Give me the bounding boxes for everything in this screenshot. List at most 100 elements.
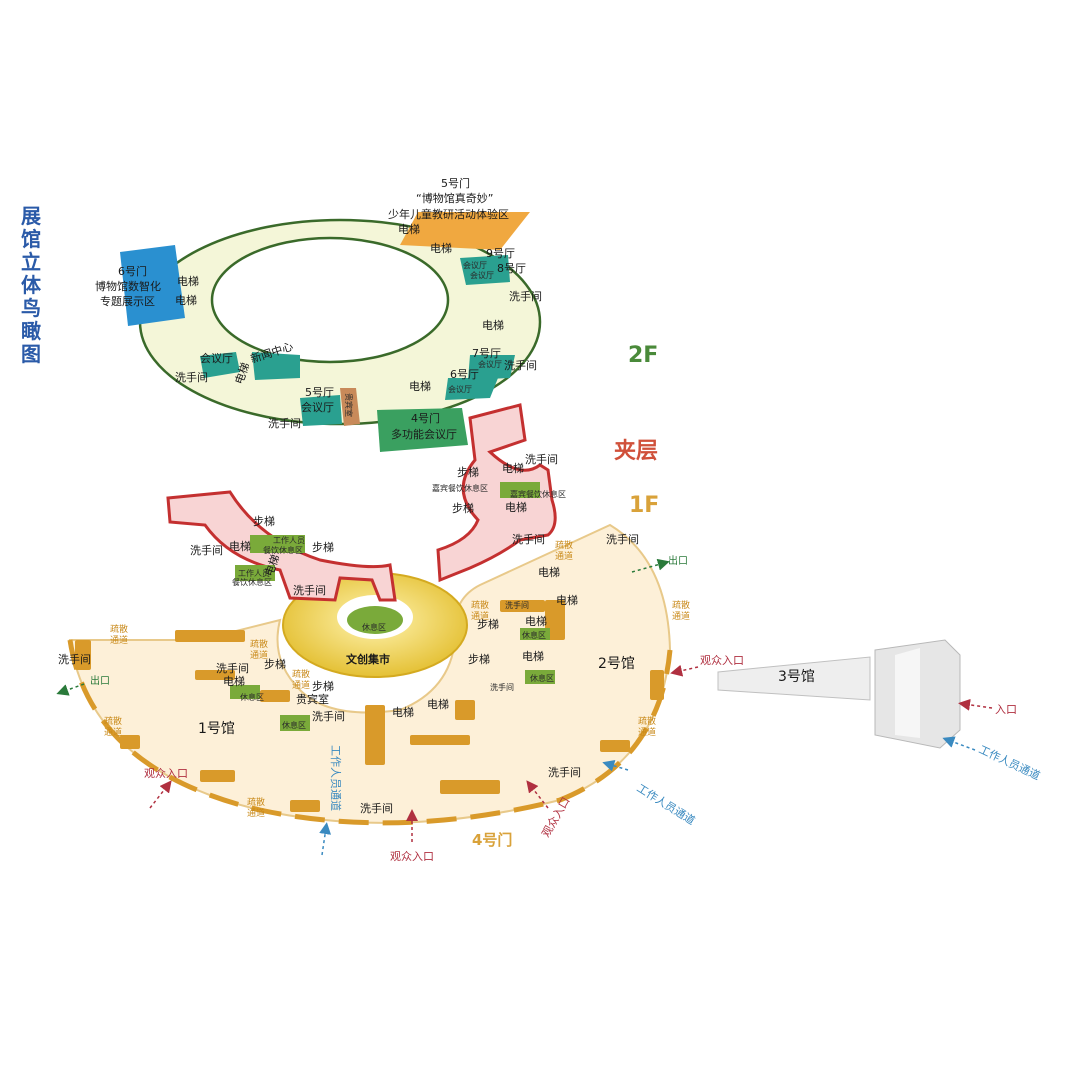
staff-rest-label: 工作人员 xyxy=(273,535,305,545)
news-room[interactable] xyxy=(252,352,300,380)
mezz-elevator-label: 电梯 xyxy=(502,462,524,475)
meeting-label: 会议厅 xyxy=(470,270,494,280)
hall9-room[interactable] xyxy=(460,255,510,285)
staff-passage-label[interactable]: 工作人员通道 xyxy=(634,781,697,828)
wall-block xyxy=(75,640,91,670)
door4-label[interactable]: 4号门 xyxy=(472,831,512,849)
f2-elevator-label: 电梯 xyxy=(398,223,420,236)
visitor-entry-label[interactable]: 观众入口 xyxy=(144,767,188,780)
f1-restroom-label: 洗手间 xyxy=(360,801,393,815)
wall-block xyxy=(600,740,630,752)
door4-room[interactable] xyxy=(377,408,468,452)
floor-label-1f[interactable]: 1F xyxy=(629,493,659,518)
exit-arrow[interactable] xyxy=(56,683,85,696)
mezz-labels: 步梯 步梯 步梯 步梯 电梯 电梯 电梯 电梯 洗手间 洗手间 洗手间 洗手间 … xyxy=(190,452,566,597)
f1-elevator-label: 电梯 xyxy=(522,650,544,663)
mezz-stairs-label: 步梯 xyxy=(253,515,275,528)
evac-label: 通道 xyxy=(110,634,128,646)
entry-arrow[interactable] xyxy=(958,698,993,711)
evac-label: 疏散 xyxy=(672,599,690,611)
hall2-label[interactable]: 2号馆 xyxy=(598,656,635,672)
evac-label: 疏散 xyxy=(292,668,310,680)
mezz-stairs-label: 步梯 xyxy=(457,466,479,479)
wall-block xyxy=(175,630,245,642)
hall5-room[interactable] xyxy=(300,395,342,426)
door5-line3: 少年儿童教研活动体验区 xyxy=(388,207,509,221)
hall3-fold xyxy=(895,648,920,738)
f1-restroom-label: 洗手间 xyxy=(58,652,91,666)
f1-vip-label: 贵宾室 xyxy=(296,692,329,706)
door5-line1: 5号门 xyxy=(441,176,470,190)
mezz-elevator-label: 电梯 xyxy=(505,501,527,514)
floor-label-mezzanine[interactable]: 夹层 xyxy=(614,439,658,464)
hall8-label: 8号厅 xyxy=(497,262,526,275)
f1-rest-blocks xyxy=(230,628,555,731)
wall-block xyxy=(260,690,290,702)
exit-label[interactable]: 出口 xyxy=(668,554,688,567)
door6-line1: 6号门 xyxy=(118,264,147,278)
hall5-label: 5号厅 xyxy=(305,386,334,399)
hall3-building[interactable]: 3号馆 xyxy=(717,639,961,749)
title-char: 体 xyxy=(21,273,41,297)
hall6-room[interactable] xyxy=(445,378,498,400)
f2-elevator-label: 电梯 xyxy=(177,275,199,288)
f1-elevator-label: 电梯 xyxy=(427,698,449,711)
f1-stairs-label: 步梯 xyxy=(468,653,490,666)
staff-passage-label[interactable]: 工作人员通道 xyxy=(977,742,1043,783)
meeting-label: 会议厅 xyxy=(301,401,334,414)
f2-restroom-label: 洗手间 xyxy=(509,289,542,303)
wall-block xyxy=(500,600,545,612)
evac-label: 疏散 xyxy=(471,599,489,611)
hall3-corridor xyxy=(717,656,871,701)
wall-block xyxy=(200,770,235,782)
f1-rest-label: 休息区 xyxy=(530,673,554,683)
f2-elevator-label: 电梯 xyxy=(175,294,197,307)
meeting-room-left[interactable] xyxy=(200,352,240,378)
guest-rest-label: 嘉宾餐饮休息区 xyxy=(510,489,566,499)
visitor-entry-arrow[interactable] xyxy=(670,664,699,677)
floor-2f: 5号门 “博物馆真奇妙” 少年儿童教研活动体验区 6号门 博物馆数智化 专题展示… xyxy=(95,176,542,452)
rest-block xyxy=(520,628,550,640)
f1-restroom-label: 洗手间 xyxy=(216,661,249,675)
evac-label: 疏散 xyxy=(110,623,128,635)
floor-mezzanine: 步梯 步梯 步梯 步梯 电梯 电梯 电梯 电梯 洗手间 洗手间 洗手间 洗手间 … xyxy=(166,403,566,602)
f2-elevator-label: 电梯 xyxy=(430,242,452,255)
evac-label: 通道 xyxy=(292,679,310,691)
evac-label: 疏散 xyxy=(247,796,265,808)
evac-label: 通道 xyxy=(250,649,268,661)
staff-arrow[interactable] xyxy=(319,822,332,856)
evac-label: 通道 xyxy=(471,610,489,622)
rest-block xyxy=(500,482,540,498)
mezz-restroom-label: 洗手间 xyxy=(190,543,223,557)
evac-label: 疏散 xyxy=(638,715,656,727)
mezz-restroom-label: 洗手间 xyxy=(525,452,558,466)
floor-label-2f[interactable]: 2F xyxy=(628,343,658,368)
vip-room[interactable] xyxy=(340,388,360,426)
evac-label: 通道 xyxy=(555,550,573,562)
f1-labels: 洗手间 洗手间 洗手间 洗手间 洗手间 洗手间 洗手间 洗手间 电梯 电梯 电梯… xyxy=(58,532,690,819)
staff-arrow[interactable] xyxy=(942,736,976,751)
door4-line1: 4号门 xyxy=(411,411,440,425)
market-rest-area[interactable] xyxy=(347,606,403,634)
staff-passage-label[interactable]: 工作人员通道 xyxy=(329,745,343,811)
f1-rest-label: 休息区 xyxy=(240,692,264,702)
meeting-label: 会议厅 xyxy=(478,359,502,369)
door6-line2: 博物馆数智化 xyxy=(95,279,161,293)
meeting-label: 会议厅 xyxy=(200,352,233,365)
door5-room[interactable] xyxy=(400,212,530,250)
visitor-entry-arrow[interactable] xyxy=(526,780,549,809)
mezz-stairs-label: 步梯 xyxy=(452,502,474,515)
f1-elevator-label: 电梯 xyxy=(392,706,414,719)
hall1-label[interactable]: 1号馆 xyxy=(198,721,235,737)
f1-elevator-label: 电梯 xyxy=(525,615,547,628)
visitor-entry-label[interactable]: 观众入口 xyxy=(390,850,434,863)
visitor-entry-arrow[interactable] xyxy=(149,780,172,809)
mezz-restroom-label: 洗手间 xyxy=(512,532,545,546)
rest-block xyxy=(235,565,275,581)
door6-room[interactable] xyxy=(120,245,185,326)
entry-label[interactable]: 入口 xyxy=(995,703,1017,716)
exit-label[interactable]: 出口 xyxy=(90,674,110,687)
mezz-green-blocks xyxy=(235,482,540,581)
hall7-room[interactable] xyxy=(468,355,515,380)
visitor-entry-label[interactable]: 观众入口 xyxy=(700,654,744,667)
